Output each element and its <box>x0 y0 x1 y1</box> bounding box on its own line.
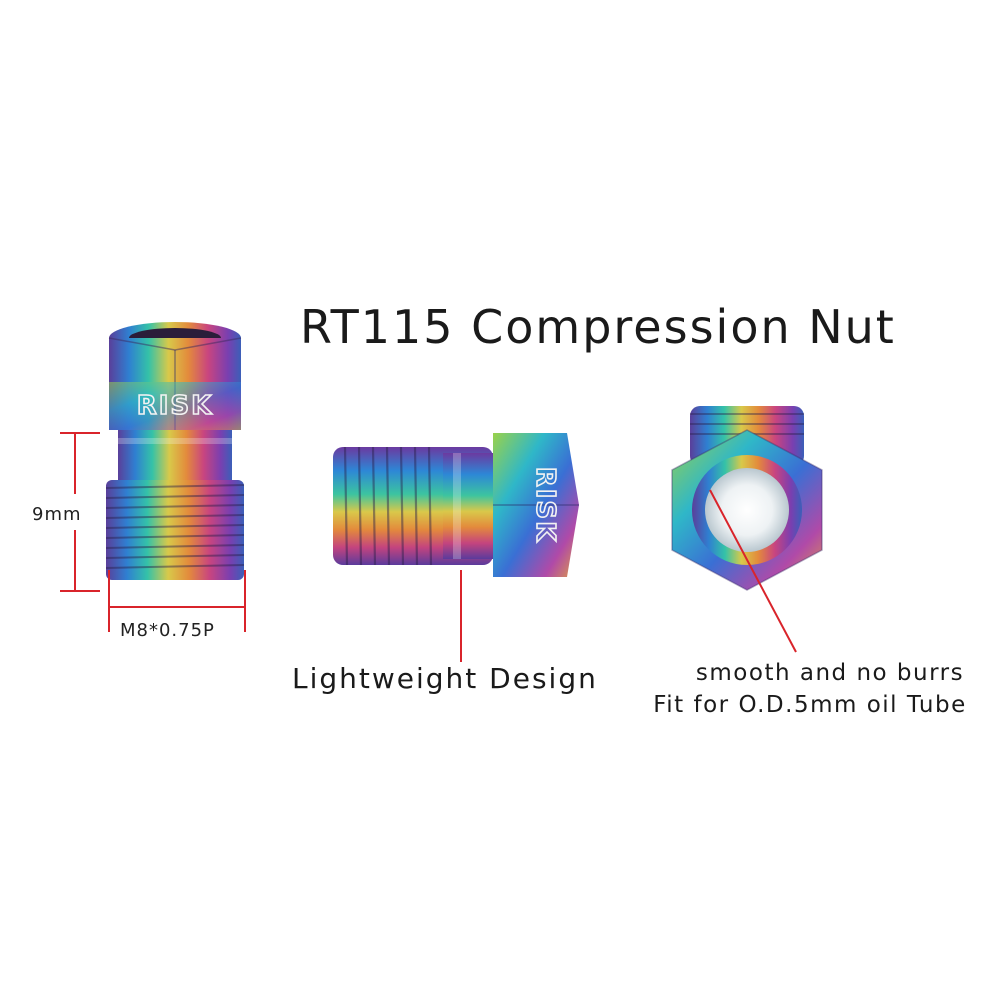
nut-horizontal-image: RISK <box>333 433 579 577</box>
callout-line-lightweight <box>460 570 462 662</box>
dim-line-horizontal <box>108 606 246 608</box>
thread-ridges <box>105 480 245 580</box>
dim-tick-left <box>108 570 110 632</box>
dim-line-vertical-lower <box>74 530 76 590</box>
thread-label: M8*0.75P <box>120 620 215 641</box>
length-label: 9mm <box>32 504 82 525</box>
callout-fit-oil-tube: Fit for O.D.5mm oil Tube <box>653 692 967 718</box>
risk-logo: RISK <box>137 391 214 421</box>
nut-vertical-image: RISK <box>105 322 245 580</box>
callout-line-smooth <box>709 489 797 653</box>
risk-logo-vertical: RISK <box>530 467 560 544</box>
product-title: RT115 Compression Nut <box>300 300 896 354</box>
callout-smooth-no-burrs: smooth and no burrs <box>695 660 965 686</box>
nut-end-view-image <box>671 406 823 591</box>
dim-tick-right <box>244 570 246 632</box>
dim-line-vertical-upper <box>74 432 76 494</box>
callout-lightweight-design: Lightweight Design <box>292 662 598 695</box>
dim-tick-top <box>60 432 100 434</box>
dim-tick-bottom <box>60 590 100 592</box>
